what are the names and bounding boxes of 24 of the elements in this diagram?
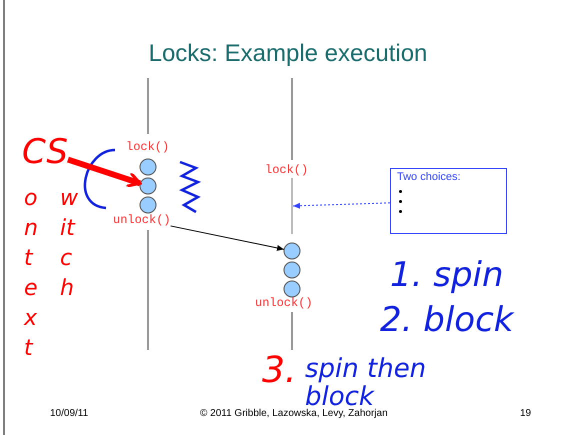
circle-marker: [284, 242, 300, 260]
note-box: Two choices:: [390, 168, 507, 234]
function-call: unlock(): [113, 213, 171, 227]
footer-date: 10/09/11: [50, 408, 88, 419]
page-number: 19: [520, 408, 532, 419]
handwritten-note: 2. block: [380, 300, 514, 340]
dotted-timeline: [291, 178, 293, 234]
circle-marker: [140, 158, 156, 176]
circle-marker: [140, 178, 156, 194]
footer-copyright: © 2011 Gribble, Lazowska, Levy, Zahorjan: [200, 408, 388, 419]
handwritten-note: witch: [60, 185, 76, 303]
handwritten-note: ontext: [24, 185, 39, 363]
circle-marker: [284, 262, 300, 278]
circle-marker: [140, 196, 156, 214]
handwritten-note: CS: [22, 134, 68, 170]
circle-marker: [284, 280, 300, 298]
handwritten-note: 3.: [262, 350, 296, 391]
arrow: [170, 225, 284, 251]
arrow: [292, 202, 390, 209]
function-call: lock(): [126, 140, 170, 154]
function-call: unlock(): [255, 296, 313, 310]
function-call: lock(): [265, 163, 308, 177]
slide-title: Locks: Example execution: [148, 40, 428, 68]
handwritten-note: 1. spin: [390, 255, 504, 295]
